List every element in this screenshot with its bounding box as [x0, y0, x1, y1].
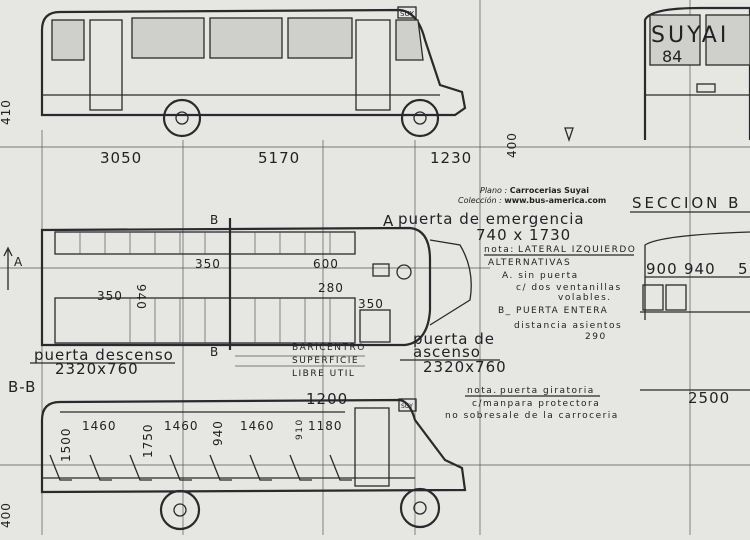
seat-distance-value: 290 [585, 332, 607, 342]
exit-door-label: puerta descenso [34, 346, 174, 364]
section-b-dim-900: 900 [646, 260, 678, 278]
section-b: SECCION B 900 940 5 2500 [630, 194, 750, 407]
dim-3050: 3050 [100, 149, 142, 167]
marker-a-right: A [383, 212, 394, 230]
dim-350-left: 350 [97, 289, 123, 303]
side-view: SUY 410 3050 5170 1230 400 [0, 6, 574, 167]
rear-number: 84 [662, 47, 682, 66]
area-label-1: BARICENTRO [292, 343, 366, 353]
height-dim: 410 [0, 99, 13, 125]
door-note-title: puerta giratoria [500, 386, 595, 396]
dim-5170: 5170 [258, 149, 300, 167]
section-b-dim-5: 5 [738, 260, 749, 278]
marker-b-bottom: B [210, 345, 219, 359]
section-b-dim-940: 940 [684, 260, 716, 278]
dim-600: 600 [313, 257, 339, 271]
section-b-title: SECCION B [632, 194, 741, 212]
note-label: nota: [484, 245, 515, 255]
alternative-a: A. sin puerta [502, 271, 579, 281]
note-text: LATERAL IZQUIERDO [518, 245, 636, 255]
exit-door-size: 2320x760 [55, 360, 139, 378]
area-label-2: SUPERFICIE [292, 356, 359, 366]
dim-280: 280 [318, 281, 344, 295]
section-bb: B-B SUY 1200 1460 1460 1460 1180 1500 17… [0, 378, 467, 531]
section-b-dim-2500: 2500 [688, 389, 730, 407]
section-bb-dim-1180: 1180 [308, 419, 343, 433]
credit-plano: Plano : Carrocerias Suyai [480, 186, 589, 195]
door-note-line-1: c/manpara protectora [472, 399, 600, 409]
alternative-a-detail-2: volables. [558, 293, 612, 303]
section-bb-title: B-B [8, 378, 36, 396]
rear-view: SUYAI 84 [643, 6, 750, 140]
section-bb-dim-1500: 1500 [59, 427, 73, 462]
dim-940: 940 [134, 284, 148, 310]
section-bb-dim-1200: 1200 [306, 390, 348, 408]
entry-door-size: 2320x760 [423, 358, 507, 376]
section-bb-dim-1750: 1750 [141, 423, 155, 458]
rear-brand: SUYAI [651, 23, 729, 48]
section-bb-dim-1460-1: 1460 [82, 419, 117, 433]
marker-a-left: A [14, 255, 23, 269]
door-note-label: nota. [467, 386, 498, 396]
area-label-3: LIBRE UTIL [292, 369, 355, 379]
emergency-door-size: 740 x 1730 [476, 226, 571, 244]
alternative-a-detail: c/ dos ventanillas [516, 283, 622, 293]
section-bb-dim-910: 910 [295, 418, 305, 440]
alternative-b: B_ PUERTA ENTERA [498, 306, 608, 316]
dim-350-right: 350 [358, 297, 384, 311]
section-bb-dim-1460-2: 1460 [164, 419, 199, 433]
dim-350-top: 350 [195, 257, 221, 271]
emergency-door-label: puerta de emergencia [398, 210, 585, 228]
dim-1230: 1230 [430, 149, 472, 167]
alternatives-title: ALTERNATIVAS [488, 258, 571, 268]
section-bb-badge: SUY [401, 403, 413, 410]
section-bb-left-dim: 400 [0, 502, 13, 528]
door-note-line-2: no sobresale de la carroceria [445, 411, 619, 421]
marker-b-top: B [210, 213, 219, 227]
entry-door-label-1: puerta de [413, 330, 495, 348]
plan-view: A A B B 940 350 600 280 350 350 puerta d… [3, 210, 636, 421]
side-badge: SUY [400, 10, 415, 18]
seat-distance-label: distancia asientos [514, 321, 622, 331]
section-bb-dim-940: 940 [211, 420, 225, 446]
section-bb-dim-1460-3: 1460 [240, 419, 275, 433]
entry-door-label-2: ascenso [413, 343, 481, 361]
credit-coleccion: Colección : www.bus-america.com [458, 195, 606, 205]
rear-dim: 400 [505, 132, 519, 158]
